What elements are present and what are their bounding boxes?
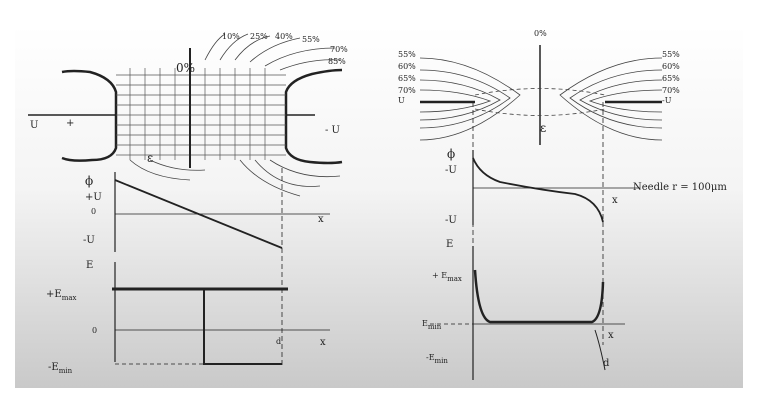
right-e-curve — [473, 269, 605, 324]
right-phi-curve — [472, 157, 604, 223]
right-needle-label: Needle r = 100μm — [633, 182, 727, 193]
right-center-pct: 0% — [534, 29, 547, 38]
left-e-x: x — [320, 337, 326, 348]
right-minus-u-top: -U — [445, 165, 457, 176]
right-right-60: 60% — [662, 62, 680, 71]
right-e-x: x — [608, 330, 614, 341]
right-contours — [419, 57, 663, 141]
left-contour-70: 70% — [330, 45, 348, 54]
right-e-label: E — [446, 239, 453, 250]
figure-background — [15, 25, 743, 388]
right-e-min2: -Emin — [426, 353, 448, 365]
right-e-max: + Emax — [432, 271, 462, 283]
left-phi-x: x — [318, 214, 324, 225]
left-d-label: d — [276, 337, 281, 346]
contour-lines — [129, 33, 341, 197]
left-contour-10: 10% — [222, 32, 240, 41]
left-u-label: U — [30, 120, 38, 131]
left-phi-zero: 0 — [91, 207, 96, 216]
right-e-min: Emin — [422, 319, 442, 331]
right-u-label: U — [398, 96, 405, 105]
right-minus-u-bottom: -U — [445, 215, 457, 226]
right-needle-panel — [419, 45, 663, 380]
left-contour-55: 55% — [302, 35, 320, 44]
right-phi-x: x — [612, 195, 618, 206]
right-left-55: 55% — [398, 50, 416, 59]
right-phi-label: ϕ — [447, 147, 455, 161]
field-grid — [116, 68, 286, 160]
right-minus-u-label: -U — [662, 96, 672, 105]
left-e-max: +Emax — [46, 289, 76, 302]
phi-line — [114, 179, 283, 249]
left-e-min: -Emin — [48, 362, 73, 375]
left-contour-40: 40% — [275, 32, 293, 41]
left-e-label: E — [86, 260, 93, 271]
left-minus-u-label: - U — [325, 125, 340, 136]
left-contour-25: 25% — [250, 32, 268, 41]
left-plus-label: + — [66, 118, 74, 129]
right-d-label: d — [603, 358, 610, 369]
left-parallel-plate-panel — [28, 33, 343, 365]
right-left-65: 65% — [398, 74, 416, 83]
left-phi-label: ϕ — [85, 174, 93, 188]
right-right-55: 55% — [662, 50, 680, 59]
left-epsilon-label: ε — [147, 151, 153, 165]
right-right-65: 65% — [662, 74, 680, 83]
right-epsilon-label: ε — [540, 121, 546, 135]
right-left-70: 70% — [398, 86, 416, 95]
left-electrode — [61, 69, 118, 162]
right-electrode — [284, 68, 343, 165]
left-e-zero: 0 — [92, 326, 97, 335]
left-center-pct: 0% — [176, 61, 195, 75]
left-plus-u: +U — [85, 192, 102, 203]
right-right-70: 70% — [662, 86, 680, 95]
left-minus-u: -U — [83, 235, 95, 246]
right-e-tail — [594, 329, 606, 371]
right-left-60: 60% — [398, 62, 416, 71]
left-contour-85: 85% — [328, 57, 346, 66]
